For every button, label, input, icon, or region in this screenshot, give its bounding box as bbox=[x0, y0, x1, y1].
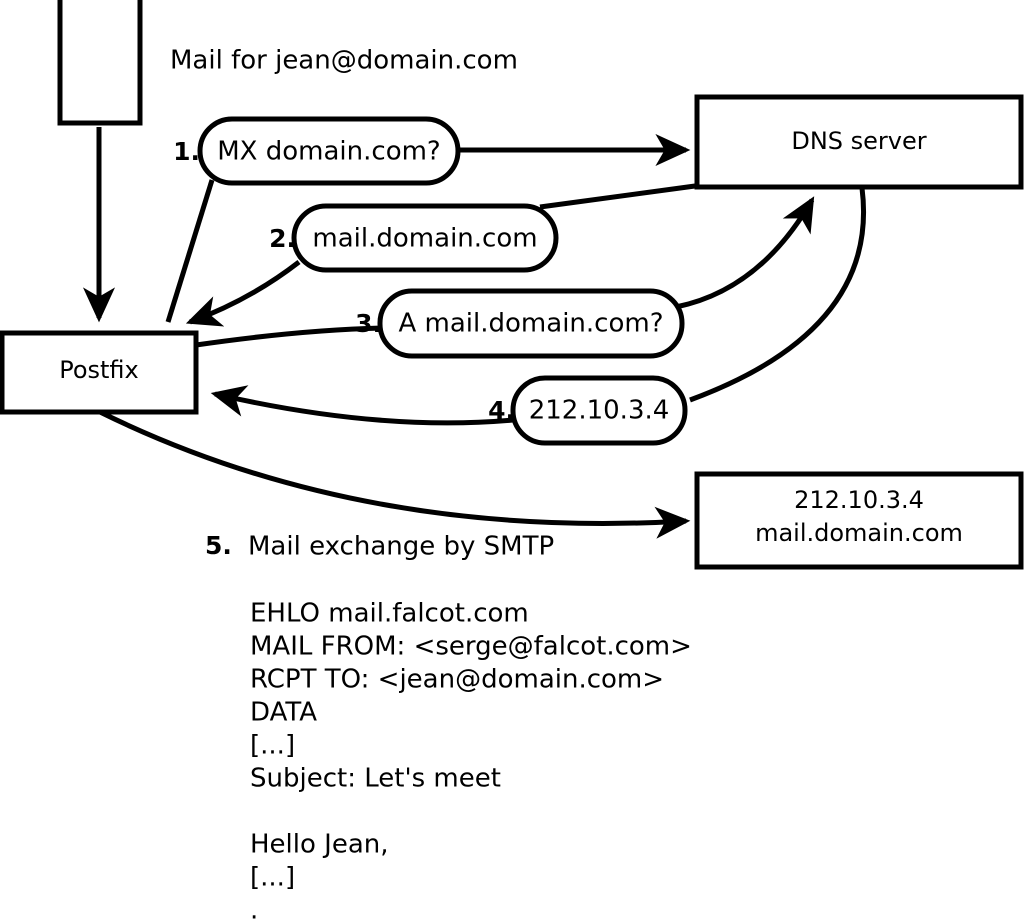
connector-answer-a-to-postfix bbox=[210, 385, 514, 426]
step-5-label: Mail exchange by SMTP bbox=[248, 532, 554, 562]
transcript-line: DATA bbox=[250, 698, 317, 728]
bubble-step-4-label: 212.10.3.4 bbox=[529, 396, 670, 426]
node-mail-server bbox=[694, 471, 1024, 570]
connector-dns-to-answer-mx bbox=[539, 183, 696, 210]
node-postfix-label: Postfix bbox=[59, 356, 139, 384]
step-number-4: 4. bbox=[488, 396, 515, 425]
node-postfix bbox=[0, 330, 199, 415]
transcript-line: [...] bbox=[250, 863, 295, 893]
step-number-3: 3. bbox=[355, 309, 382, 338]
node-mail-server-ip: 212.10.3.4 bbox=[794, 486, 924, 514]
connector-postfix-to-query-a bbox=[195, 325, 383, 348]
transcript-line: EHLO mail.falcot.com bbox=[250, 599, 529, 629]
connector-postfix-to-mail-server bbox=[98, 409, 691, 539]
node-dns-server-label: DNS server bbox=[791, 127, 926, 155]
bubble-step-3 bbox=[377, 288, 685, 359]
bubble-step-2 bbox=[291, 203, 559, 273]
step-number-5: 5. bbox=[205, 531, 232, 560]
transcript-line: Hello Jean, bbox=[250, 830, 389, 860]
connector-dns-to-answer-a bbox=[689, 187, 866, 403]
bubble-step-1 bbox=[197, 116, 461, 186]
bubble-step-4 bbox=[510, 375, 688, 446]
connector-answer-mx-to-postfix bbox=[185, 260, 301, 327]
transcript-line: [...] bbox=[250, 731, 295, 761]
bubble-step-3-label: A mail.domain.com? bbox=[399, 309, 664, 339]
bubble-step-2-label: mail.domain.com bbox=[312, 224, 537, 254]
connector-query-a-to-dns bbox=[675, 196, 815, 310]
connector-postfix-to-query-mx bbox=[165, 179, 215, 323]
transcript-line: RCPT TO: <jean@domain.com> bbox=[250, 665, 664, 695]
transcript-line: MAIL FROM: <serge@falcot.com> bbox=[250, 632, 692, 662]
bubble-step-1-label: MX domain.com? bbox=[217, 137, 440, 167]
node-mail-server-host: mail.domain.com bbox=[755, 519, 963, 547]
transcript-line: Subject: Let's meet bbox=[250, 764, 501, 794]
step-number-1: 1. bbox=[173, 137, 200, 166]
node-dns-server bbox=[694, 94, 1024, 190]
transcript-line: . bbox=[250, 896, 258, 919]
step-number-2: 2. bbox=[269, 224, 296, 253]
node-mail-client bbox=[57, 0, 143, 126]
mail-for-note: Mail for jean@domain.com bbox=[170, 46, 518, 76]
